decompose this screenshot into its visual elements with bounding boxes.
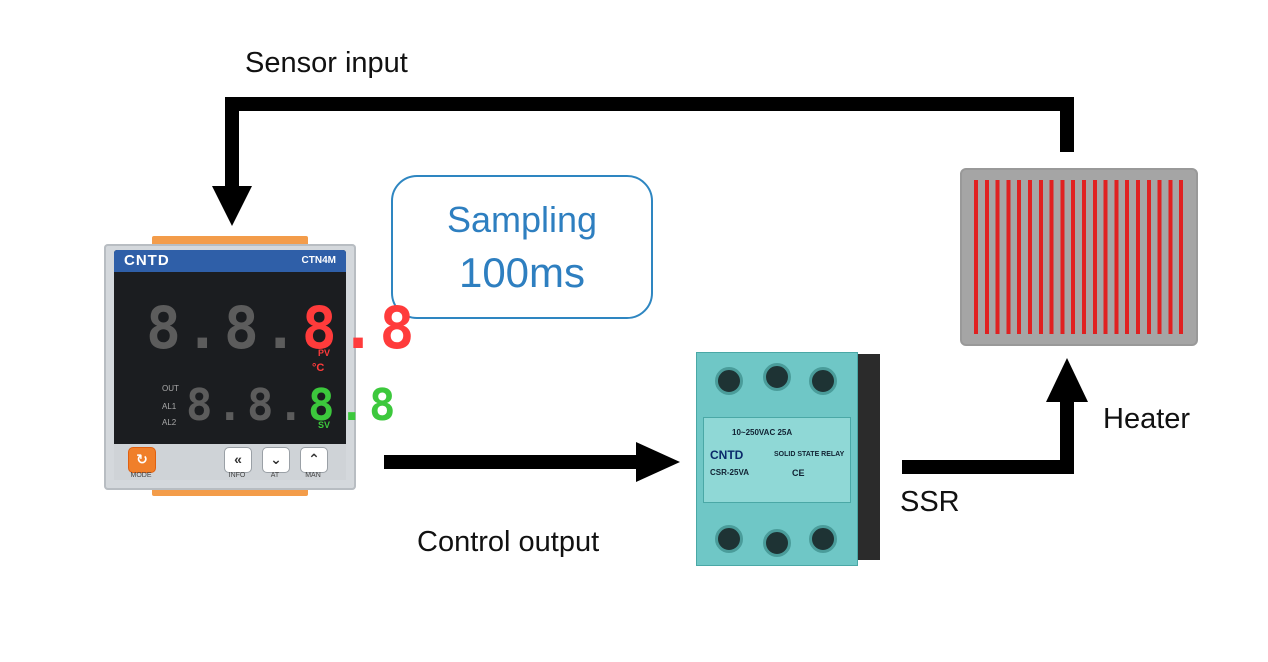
sampling-box: Sampling 100ms	[391, 175, 653, 319]
chevron-up-icon: ⌃	[308, 451, 320, 467]
terminal-screw	[763, 363, 791, 391]
controller-face: CNTD CTN4M 8.8.8.8 PV °C OUT AL1 AL2 8.8…	[114, 250, 414, 480]
sensor-arrowhead	[212, 186, 252, 226]
mounting-tab-bottom	[152, 486, 308, 496]
sampling-value: 100ms	[458, 249, 586, 296]
al1-indicator: AL1	[162, 402, 177, 411]
sensor-wire	[225, 97, 1074, 190]
controller-keypad: ↻ « ⌄ ⌃ MODE INFO AT MAN	[114, 444, 346, 480]
ssr-ce-mark: CE	[792, 468, 805, 478]
terminal-screw	[809, 525, 837, 553]
sensor-input-label: Sensor input	[245, 47, 408, 79]
at-key-label: AT	[270, 472, 280, 479]
ssr-wire	[902, 398, 1074, 474]
man-button[interactable]: ⌃	[300, 447, 328, 473]
unit-tag: °C	[312, 362, 325, 374]
pv-tag: PV	[318, 348, 331, 358]
out-indicator: OUT	[162, 384, 179, 393]
ssr-type: SOLID STATE RELAY	[774, 451, 845, 458]
mounting-tab-top	[152, 236, 308, 246]
ssr-model: CSR-25VA	[710, 468, 749, 477]
man-key-label: MAN	[305, 472, 321, 479]
controller-header: CNTD CTN4M	[114, 250, 346, 272]
info-button[interactable]: «	[224, 447, 252, 473]
controller-brand: CNTD	[124, 252, 170, 269]
info-key-label: INFO	[228, 472, 246, 479]
heater-label: Heater	[1103, 403, 1191, 435]
at-button[interactable]: ⌄	[262, 447, 290, 473]
chevron-left-icon: «	[234, 451, 242, 467]
terminal-screw	[715, 367, 743, 395]
terminal-screw	[715, 525, 743, 553]
temperature-controller: CNTD CTN4M 8.8.8.8 PV °C OUT AL1 AL2 8.8…	[104, 236, 414, 496]
al2-indicator: AL2	[162, 418, 177, 427]
controller-body: CNTD CTN4M 8.8.8.8 PV °C OUT AL1 AL2 8.8…	[104, 244, 414, 490]
terminal-screw	[809, 367, 837, 395]
ssr-label: SSR	[900, 486, 960, 518]
sv-tag: SV	[318, 420, 331, 430]
controller-model: CTN4M	[301, 255, 336, 266]
ssr-body: 10~250VAC 25A CNTD SOLID STATE RELAY CSR…	[696, 352, 858, 566]
mode-key-label: MODE	[130, 472, 152, 479]
sv-display: 8.8.8.8	[186, 380, 400, 431]
ssr-brand: CNTD	[710, 448, 744, 462]
solid-state-relay: 10~250VAC 25A CNTD SOLID STATE RELAY CSR…	[696, 352, 882, 566]
heater-coils	[974, 180, 1184, 334]
heater-element	[960, 168, 1198, 346]
pv-display: 8.8.8.8	[146, 294, 419, 362]
sampling-title: Sampling	[446, 199, 598, 240]
ssr-label-plate: 10~250VAC 25A CNTD SOLID STATE RELAY CSR…	[703, 417, 851, 503]
chevron-down-icon: ⌄	[270, 451, 282, 467]
rotate-icon: ↻	[136, 451, 148, 467]
control-output-label: Control output	[417, 526, 600, 558]
mode-button[interactable]: ↻	[128, 447, 156, 473]
heater-arrowhead	[1046, 358, 1088, 402]
ssr-rating: 10~250VAC 25A	[732, 428, 793, 437]
terminal-screw	[763, 529, 791, 557]
control-arrowhead	[636, 442, 680, 482]
